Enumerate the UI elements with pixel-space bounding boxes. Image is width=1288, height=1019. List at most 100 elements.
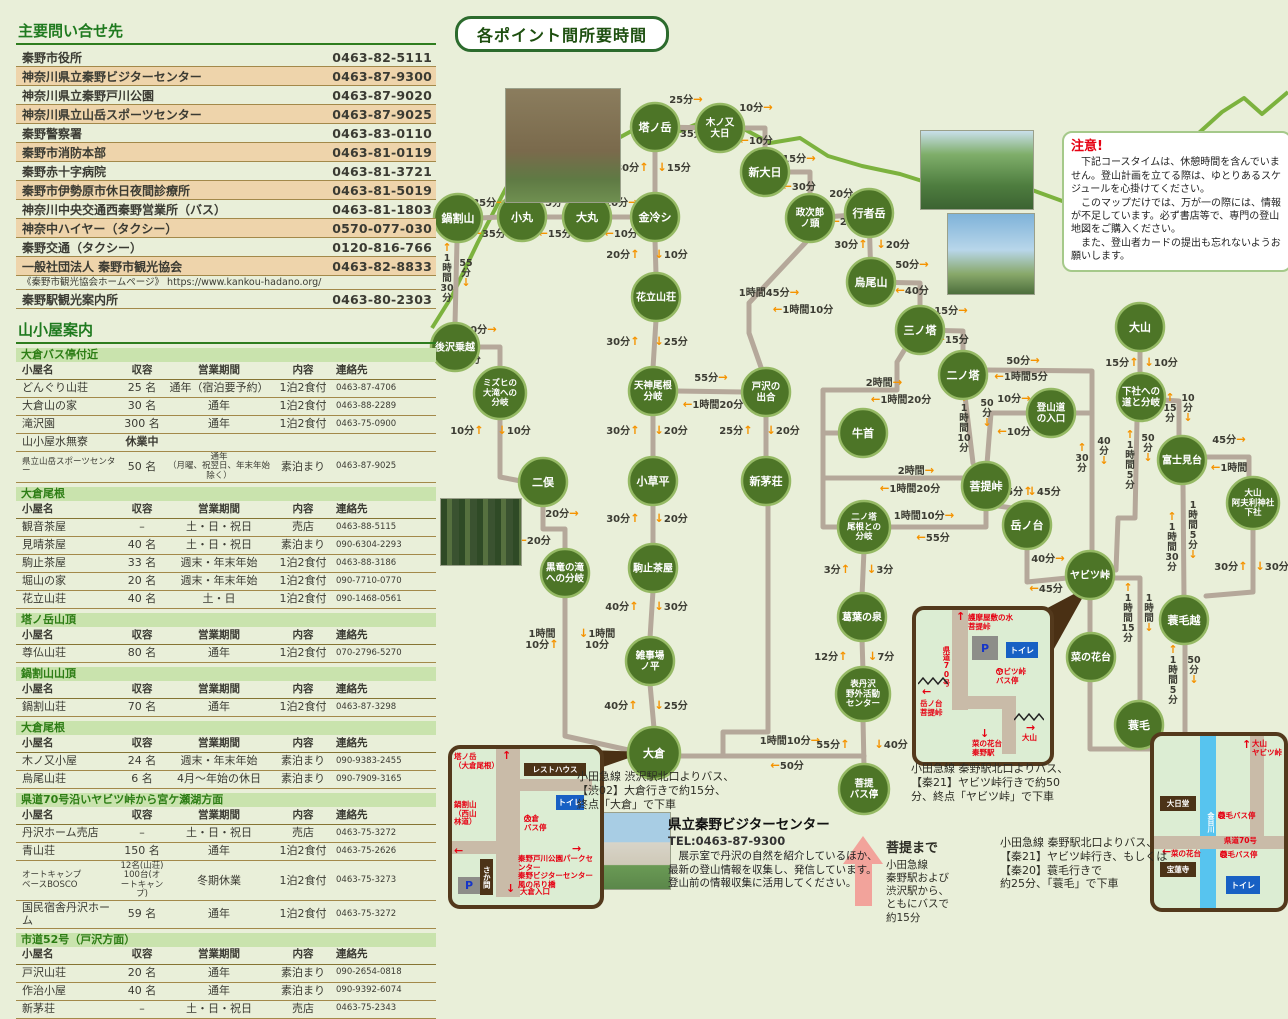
hut-cell: 駒止茶屋 bbox=[22, 556, 66, 570]
contact-name: 神奈川県立秦野ビジターセンター bbox=[22, 69, 202, 84]
notice-title: 注意! bbox=[1071, 139, 1103, 154]
map-node-takenodai: 岳ノ台 bbox=[1001, 499, 1053, 551]
bus-stop-icon bbox=[996, 668, 1003, 675]
hut-cell: 素泊まり bbox=[281, 459, 325, 473]
hut-cell: 素泊まり bbox=[281, 538, 325, 552]
bus-access-line: 秦野駅および bbox=[886, 872, 949, 885]
hut-column-label: 収容 bbox=[131, 628, 153, 641]
hut-cell bbox=[334, 442, 430, 444]
map-node-seijiro-no-kashira: 政次郎ノ頭 bbox=[784, 192, 836, 244]
bus-access-line: 分、終点「ヤビツ峠」で下車 bbox=[911, 789, 1054, 803]
contact-name: 神奈川県立秦野戸川公園 bbox=[22, 88, 155, 103]
time-label: ↓30分 bbox=[1255, 559, 1288, 573]
trail-segment bbox=[652, 237, 659, 277]
svg-text:富士見台: 富士見台 bbox=[1162, 454, 1202, 467]
hut-column-label: 収容 bbox=[131, 736, 153, 749]
contact-phone: 0570-077-030 bbox=[332, 220, 432, 236]
bus-access-text: 小田急線 渋沢駅北口よりバス、【渋02】大倉行きで約15分、終点「大倉」で下車 bbox=[577, 770, 795, 811]
hut-column-label: 小屋名 bbox=[22, 363, 54, 376]
map-node-kogusadaira: 小草平 bbox=[627, 455, 679, 507]
pamphlet-page: 25分→←35分10分→←10分15分→←30分20分→←25分30分↑↓20分… bbox=[16, 16, 1288, 1019]
toilet-label: トイレ bbox=[1006, 642, 1038, 658]
inset-place-label: 大山 ヤビツ峠 bbox=[1252, 739, 1282, 757]
hut-cell: 通年 bbox=[208, 417, 230, 431]
svg-text:菜の花台: 菜の花台 bbox=[1070, 651, 1111, 664]
contact-name: 神奈川中央交通西秦野営業所（バス） bbox=[22, 202, 227, 217]
time-label: ↓7分 bbox=[868, 649, 895, 663]
map-node-nabewariyama: 鍋割山 bbox=[432, 192, 484, 244]
contact-name: 一般社団法人 秦野市観光協会 bbox=[22, 259, 183, 274]
hut-cell: 090-9392-6074 bbox=[336, 985, 402, 996]
hut-cell: 木ノ又小屋 bbox=[22, 754, 77, 768]
hut-cell: 山小屋水無寮 bbox=[22, 435, 88, 449]
bus-access-line: 【秦21】ヤビツ峠行きで約50 bbox=[911, 775, 1060, 789]
time-label: ↓20分 bbox=[654, 511, 688, 525]
map-node-ninoto-one-bunki: 二ノ塔尾根との分岐 bbox=[836, 499, 892, 555]
map-node-oyama: 大山 bbox=[1114, 301, 1166, 353]
time-label: 30分↑ bbox=[606, 334, 640, 348]
contact-phone: 0463-81-0119 bbox=[332, 144, 432, 160]
hut-column-label: 連絡先 bbox=[336, 948, 368, 961]
hut-column-label: 内容 bbox=[292, 808, 314, 821]
hut-column-label: 営業期間 bbox=[198, 948, 240, 961]
hut-column-label: 収容 bbox=[131, 808, 153, 821]
inset-place-label: 塔ノ岳 （大倉尾根） bbox=[454, 752, 499, 770]
contact-phone: 0463-83-0110 bbox=[332, 125, 432, 141]
svg-text:天神尾根分岐: 天神尾根分岐 bbox=[634, 380, 673, 403]
hut-cell: 1泊2食付 bbox=[279, 556, 327, 570]
svg-text:下社への道と分岐: 下社への道と分岐 bbox=[1122, 386, 1161, 409]
time-label: 20分→ bbox=[545, 506, 579, 520]
svg-text:烏尾山: 烏尾山 bbox=[855, 275, 888, 289]
time-label: 15分→ bbox=[782, 151, 816, 165]
time-label: ←45分 bbox=[1029, 581, 1063, 595]
hut-cell: 丹沢ホーム売店 bbox=[22, 826, 99, 840]
hut-cell: 0463-75-3272 bbox=[336, 827, 397, 838]
huts-title: 山小屋案内 bbox=[16, 319, 436, 344]
summit-view-photo bbox=[947, 213, 1035, 295]
time-label: ←1時間20分 bbox=[683, 397, 744, 411]
time-label: ↓30分 bbox=[654, 599, 688, 613]
bus-access-line: 小田急線 秦野駅北口よりバス、 bbox=[911, 762, 1069, 775]
valley-photo bbox=[920, 130, 1034, 210]
direction-arrow-icon: ↑ bbox=[502, 749, 512, 762]
contact-name: 秦野市伊勢原市休日夜間診療所 bbox=[22, 183, 191, 198]
hut-column-label: 小屋名 bbox=[22, 502, 54, 515]
trail-segment bbox=[1109, 575, 1143, 707]
map-node-futamata: 二俣 bbox=[517, 456, 569, 508]
time-label: ←1時間5分 bbox=[994, 369, 1048, 383]
trail-segment bbox=[859, 547, 867, 599]
hut-column-label: 収容 bbox=[131, 363, 153, 376]
road bbox=[952, 610, 968, 710]
svg-text:二ノ塔尾根との分岐: 二ノ塔尾根との分岐 bbox=[846, 512, 881, 543]
contact-name: 秦野市役所 bbox=[22, 50, 83, 65]
svg-text:後沢乗越: 後沢乗越 bbox=[435, 341, 476, 354]
bus-access-text: 小田急線 秦野駅北口よりバス、【秦21】ヤビツ峠行き、もしくは【秦20】蓑毛行き… bbox=[1000, 836, 1196, 891]
hut-cell: 0463-75-3273 bbox=[336, 875, 397, 886]
hut-cell: 通年 bbox=[208, 399, 230, 413]
bus-access-text: 菩提まで bbox=[886, 841, 996, 857]
time-label: ←20分 bbox=[517, 533, 551, 547]
contact-phone: 0463-81-5019 bbox=[332, 182, 432, 198]
hut-cell: 1泊2食付 bbox=[279, 646, 327, 660]
hut-cell: 通年 bbox=[208, 984, 230, 998]
notice-paragraph: また、登山者カードの提出も忘れないようお願いします。 bbox=[1071, 237, 1281, 263]
trail-segment bbox=[1202, 454, 1252, 486]
time-label: ↓20分 bbox=[766, 423, 800, 437]
map-node-ninoto: 二ノ塔 bbox=[937, 349, 989, 401]
road bbox=[496, 749, 520, 897]
inset-place-label: 護摩屋敷の水 菩提峠 bbox=[968, 613, 1013, 631]
building-label: 大日堂 bbox=[1160, 796, 1196, 811]
